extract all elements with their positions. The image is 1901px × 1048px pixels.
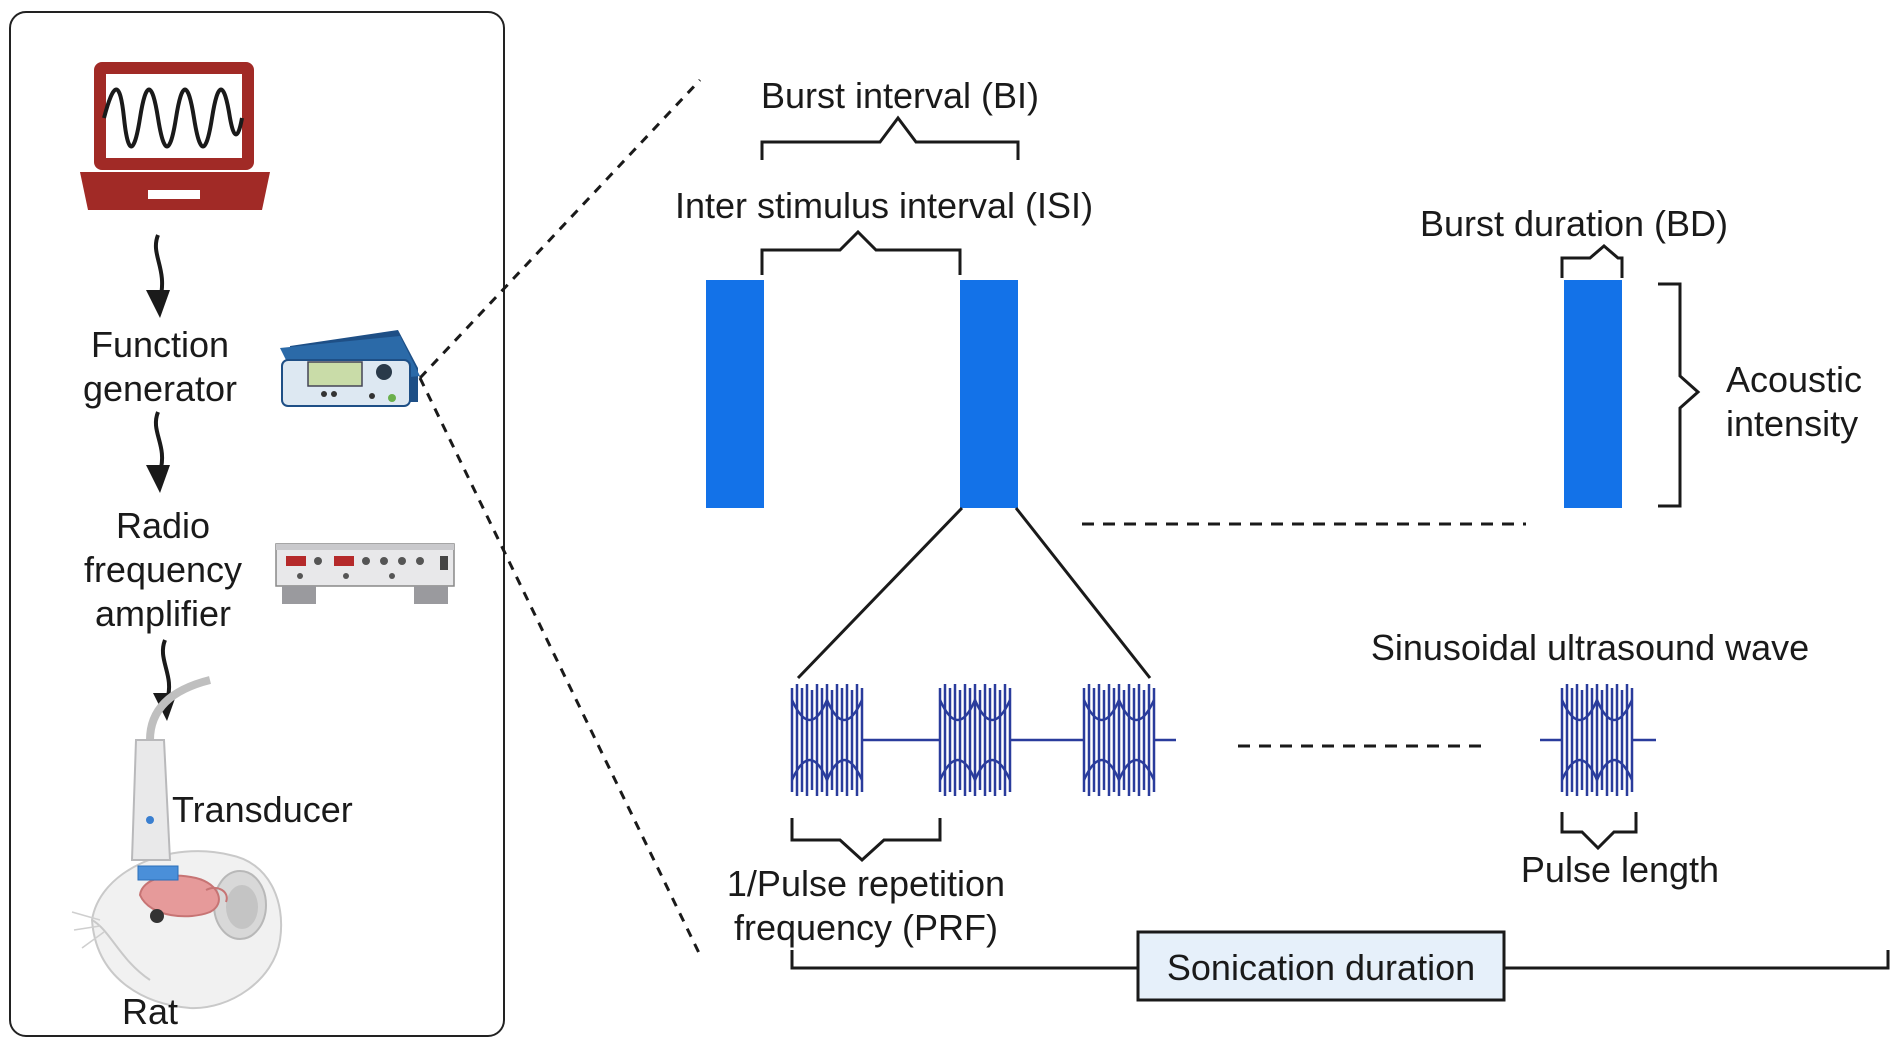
acoustic-intensity-brace [1658, 282, 1701, 508]
zoom-line-top [418, 78, 702, 380]
amplifier-label-2: frequency [84, 549, 242, 590]
transducer-label: Transducer [172, 789, 353, 830]
rat-label: Rat [122, 991, 178, 1032]
pulse-length-bracket [1560, 812, 1638, 851]
amplifier-icon [275, 543, 455, 604]
function-generator-label-1: Function [91, 324, 229, 365]
burst-duration-bracket [1560, 244, 1624, 278]
laptop-icon [80, 62, 270, 210]
function-generator-icon [280, 330, 420, 407]
sinusoidal-pulse [1540, 682, 1656, 798]
burst-duration-label: Burst duration (BD) [1420, 203, 1728, 244]
burst-interval-label: Burst interval (BI) [761, 75, 1039, 116]
burst-interval-bracket [760, 115, 1020, 160]
prf-bracket [790, 818, 942, 863]
burst-zoom-line-right [1014, 507, 1152, 679]
flow-arrow-1 [146, 234, 170, 318]
flow-arrow-2 [146, 411, 170, 493]
burst-bar-3 [1564, 280, 1622, 508]
sonication-duration-box [1136, 930, 1506, 1002]
amplifier-label-1: Radio [116, 505, 210, 546]
function-generator-label-2: generator [83, 368, 237, 409]
isi-bracket [760, 229, 962, 275]
pulse-length-label: Pulse length [1521, 849, 1719, 890]
acoustic-intensity-label-2: intensity [1726, 403, 1858, 444]
sonication-duration-label: Sonication duration [1167, 947, 1475, 988]
sinusoidal-wave-label: Sinusoidal ultrasound wave [1371, 627, 1809, 668]
burst-bar-1 [706, 280, 764, 508]
setup-panel [9, 11, 505, 1037]
zoom-line-bottom [418, 377, 702, 956]
prf-label-2: frequency (PRF) [734, 907, 998, 948]
acoustic-intensity-label-1: Acoustic [1726, 359, 1862, 400]
rat-transducer-illustration [71, 676, 283, 1010]
pulse-train [790, 682, 1176, 798]
isi-label: Inter stimulus interval (ISI) [675, 185, 1093, 226]
amplifier-label-3: amplifier [95, 593, 231, 634]
prf-label-1: 1/Pulse repetition [727, 863, 1005, 904]
burst-zoom-line-left [796, 506, 964, 680]
burst-bar-2 [960, 280, 1018, 508]
